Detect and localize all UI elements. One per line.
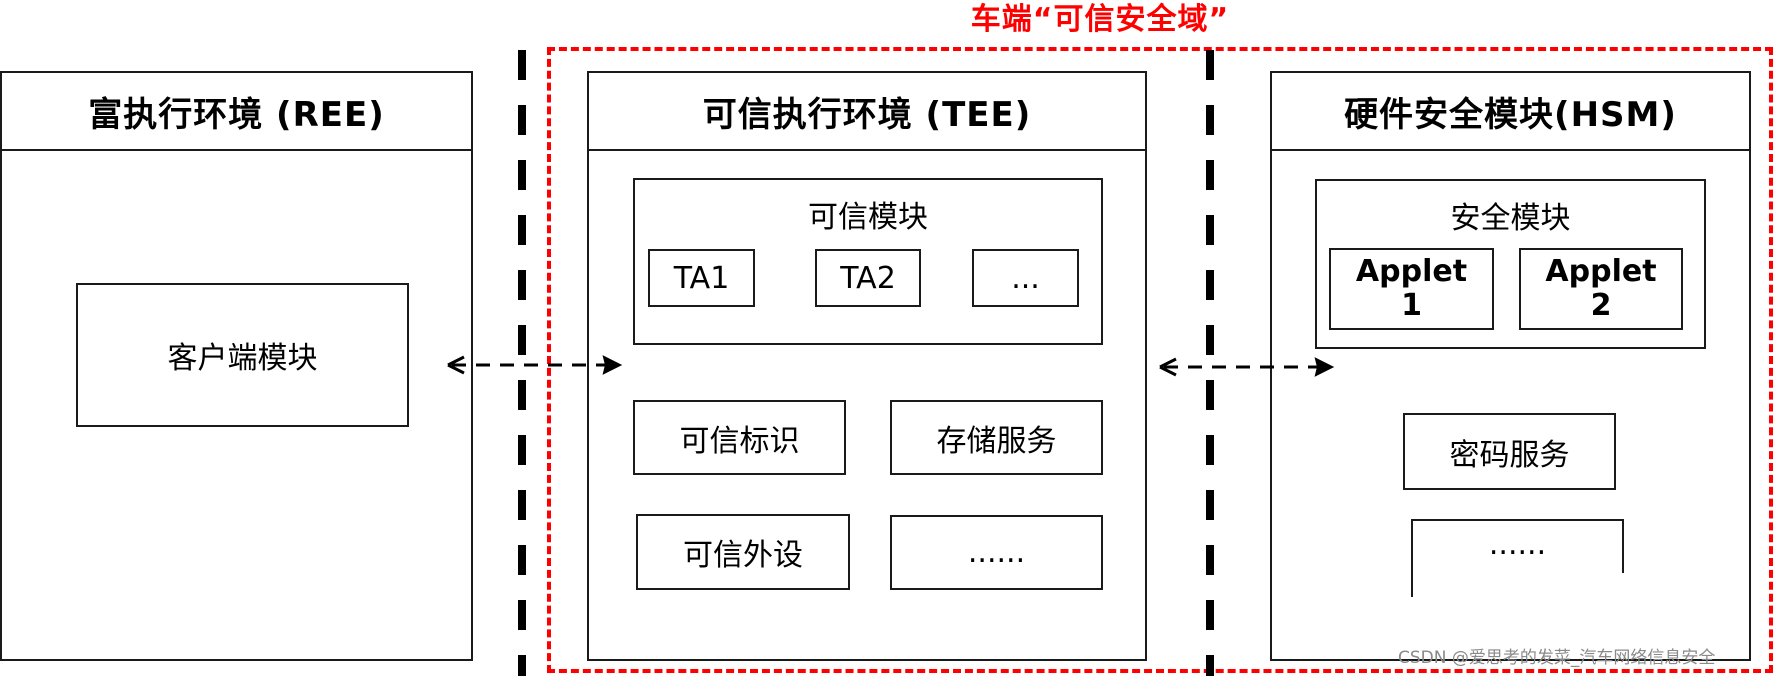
- ta-box-2: TA2: [815, 249, 921, 307]
- watermark: CSDN @爱思考的发菜_汽车网络信息安全: [1398, 648, 1716, 668]
- applet-1: Applet 1: [1329, 248, 1494, 330]
- security-module-label: 安全模块: [1450, 201, 1571, 236]
- applet-2: Applet 2: [1519, 248, 1683, 330]
- crypto-service: 密码服务: [1403, 413, 1616, 490]
- applet-2-line2: 2: [1590, 288, 1612, 323]
- storage-service: 存储服务: [890, 400, 1103, 475]
- separator-ree-tee: [518, 50, 526, 676]
- trusted-identity: 可信标识: [633, 400, 846, 475]
- client-module: 客户端模块: [76, 283, 409, 427]
- tee-title: 可信执行环境 (TEE): [589, 73, 1145, 151]
- trusted-security-domain-title: 车端“可信安全域”: [970, 2, 1230, 37]
- applet-1-line1: Applet: [1355, 254, 1468, 289]
- tee-more-services: ......: [890, 515, 1103, 590]
- white-patch: [1414, 573, 1734, 623]
- hsm-title: 硬件安全模块(HSM): [1272, 73, 1749, 151]
- trusted-module-label: 可信模块: [808, 200, 928, 235]
- separator-tee-hsm: [1206, 50, 1214, 676]
- ree-title: 富执行环境 (REE): [2, 73, 471, 151]
- trusted-security-domain-frame: [547, 47, 1773, 673]
- hsm-more-label: ......: [1488, 527, 1547, 562]
- arrow-ree-tee: [447, 355, 623, 375]
- ta-box-more: ...: [972, 249, 1079, 307]
- ta-box-1: TA1: [648, 249, 755, 307]
- applet-1-line2: 1: [1401, 288, 1422, 323]
- arrow-tee-hsm: [1159, 357, 1335, 377]
- applet-2-line1: Applet: [1545, 254, 1657, 289]
- trusted-peripheral: 可信外设: [636, 514, 850, 590]
